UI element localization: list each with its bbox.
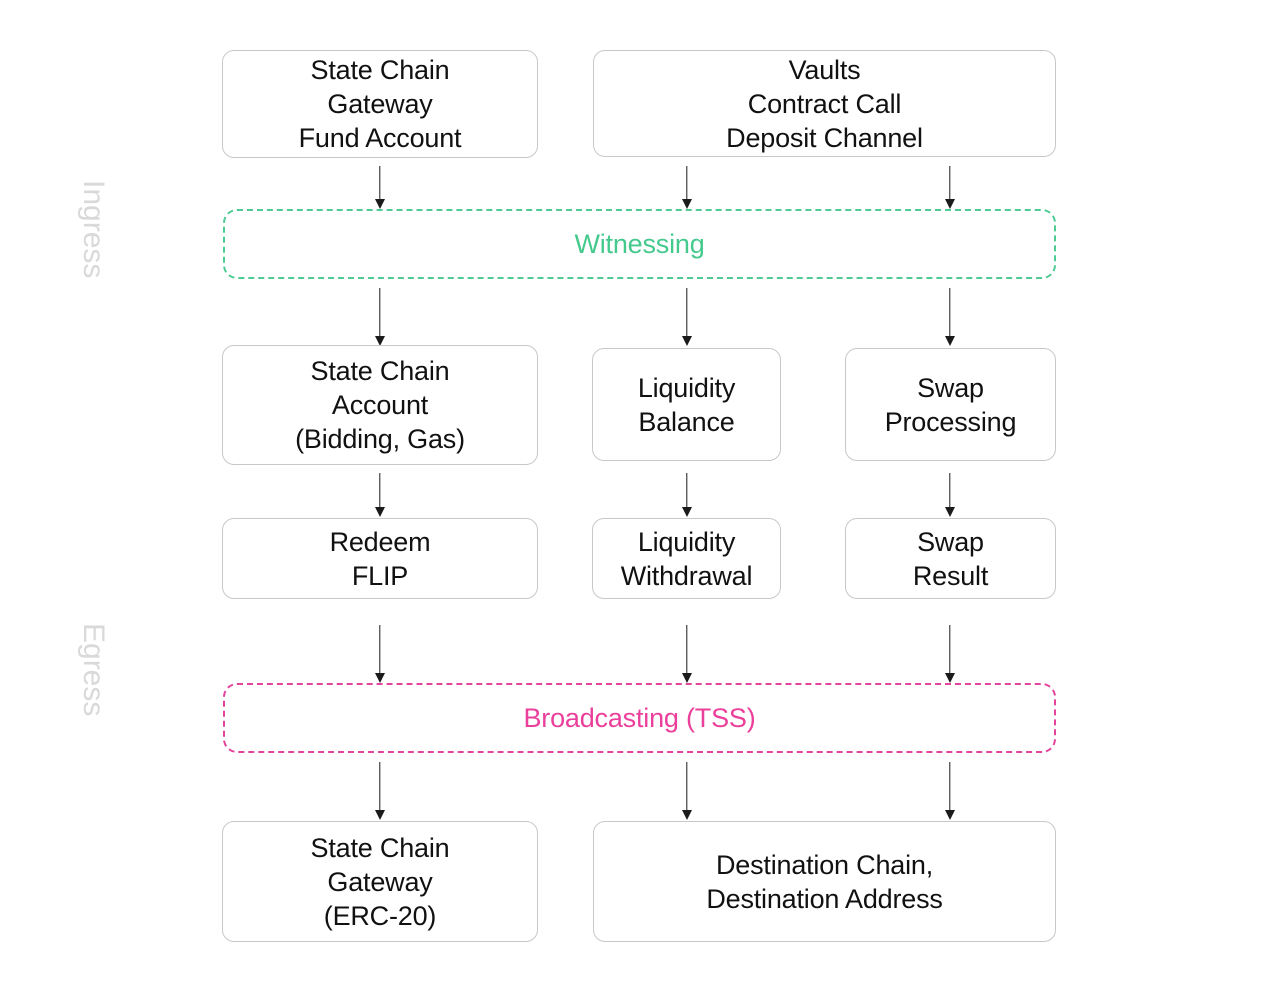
node-line: (Bidding, Gas) <box>295 424 465 454</box>
node-line: Destination Chain, <box>715 849 934 880</box>
node-liquidity-withdrawal[interactable]: Liquidity Withdrawal <box>592 518 781 599</box>
arrow-gateway-to-witnessing <box>373 166 387 209</box>
node-line: Balance <box>638 406 735 437</box>
arrow-redeem-to-broadcasting <box>373 625 387 683</box>
arrow-vaults-to-witnessing-left <box>680 166 694 209</box>
node-vaults-contract-call-deposit-channel[interactable]: Vaults Contract Call Deposit Channel <box>593 50 1056 157</box>
arrow-broadcasting-to-gateway-erc20 <box>373 762 387 820</box>
arrow-swap-result-to-broadcasting <box>943 625 957 683</box>
node-liquidity-balance[interactable]: Liquidity Balance <box>592 348 781 461</box>
node-line: Destination Address <box>706 883 943 914</box>
node-state-chain-account[interactable]: State Chain Account (Bidding, Gas) <box>222 345 538 465</box>
node-line: State Chain <box>310 356 450 386</box>
node-line: Contract Call <box>747 88 902 119</box>
band-witnessing-label: Witnessing <box>574 229 705 259</box>
node-line: State Chain <box>310 832 450 863</box>
node-line: Fund Account <box>298 123 462 153</box>
node-line: Redeem <box>329 526 431 557</box>
node-line: Gateway <box>327 866 433 897</box>
arrow-witnessing-to-liquidity-balance <box>680 288 694 346</box>
arrow-liquidity-balance-to-withdrawal <box>680 473 694 517</box>
node-line: Result <box>912 560 989 591</box>
arrow-broadcasting-to-destination-right <box>943 762 957 820</box>
node-state-chain-gateway-erc20[interactable]: State Chain Gateway (ERC-20) <box>222 821 538 942</box>
phase-label-egress: Egress <box>77 623 110 717</box>
node-line: Vaults <box>788 54 861 85</box>
node-line: Account <box>331 390 429 420</box>
node-line: Gateway <box>327 89 433 119</box>
band-broadcasting-label: Broadcasting (TSS) <box>523 703 756 733</box>
band-witnessing: Witnessing <box>223 209 1056 279</box>
node-line: Swap <box>917 526 984 557</box>
arrow-withdrawal-to-broadcasting <box>680 625 694 683</box>
node-line: Liquidity <box>637 526 736 557</box>
node-swap-result[interactable]: Swap Result <box>845 518 1056 599</box>
arrow-state-chain-account-to-redeem <box>373 473 387 517</box>
node-line: Swap <box>917 372 984 403</box>
node-swap-processing[interactable]: Swap Processing <box>845 348 1056 461</box>
node-destination-chain-address[interactable]: Destination Chain, Destination Address <box>593 821 1056 942</box>
node-line: FLIP <box>351 560 409 591</box>
node-redeem-flip[interactable]: Redeem FLIP <box>222 518 538 599</box>
node-line: Processing <box>884 406 1017 437</box>
node-line: Liquidity <box>637 372 736 403</box>
arrow-witnessing-to-swap-processing <box>943 288 957 346</box>
node-line: State Chain <box>310 55 450 85</box>
arrow-vaults-to-witnessing-right <box>943 166 957 209</box>
phase-label-ingress: Ingress <box>77 180 110 279</box>
arrow-broadcasting-to-destination-left <box>680 762 694 820</box>
node-line: Withdrawal <box>620 560 753 591</box>
node-line: Deposit Channel <box>726 122 923 153</box>
arrow-witnessing-to-state-chain-account <box>373 288 387 346</box>
node-line: (ERC-20) <box>323 900 437 931</box>
node-state-chain-gateway-fund-account[interactable]: State Chain Gateway Fund Account <box>222 50 538 158</box>
arrow-swap-processing-to-result <box>943 473 957 517</box>
band-broadcasting: Broadcasting (TSS) <box>223 683 1056 753</box>
